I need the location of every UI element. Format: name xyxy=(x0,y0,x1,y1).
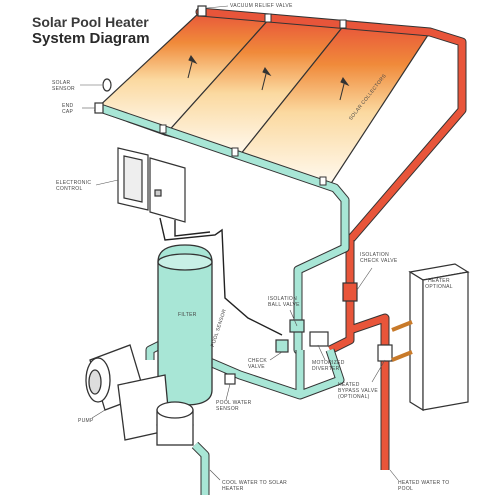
solar-sensor xyxy=(102,78,112,92)
label-isolation-ball-valve: ISOLATION BALL VALVE xyxy=(268,296,300,308)
label-end-cap: END CAP xyxy=(62,103,74,115)
label-vacuum-relief-valve: VACUUM RELIEF VALVE xyxy=(230,3,293,9)
pump xyxy=(85,344,194,446)
label-filter: FILTER xyxy=(178,312,197,318)
pipe-clamps xyxy=(159,13,347,186)
label-isolation-check-valve: ISOLATION CHECK VALVE xyxy=(360,252,398,264)
label-heated-bypass-valve: HEATED BYPASS VALVE (OPTIONAL) xyxy=(338,382,379,400)
pool-water-sensor xyxy=(224,373,236,385)
diagram-title-line1: Solar Pool Heater xyxy=(32,14,149,30)
label-cool-water: COOL WATER TO SOLAR HEATER xyxy=(222,480,288,492)
flow-arrows xyxy=(187,55,350,101)
heater xyxy=(408,263,470,412)
label-motorized-diverter: MOTORIZED DIVERTER xyxy=(312,360,345,372)
end-cap xyxy=(94,102,104,114)
diagram-title-line2: System Diagram xyxy=(32,30,150,47)
heater-connectors xyxy=(391,320,413,362)
valves xyxy=(224,282,393,385)
label-pool-water-sensor: POOL WATER SENSOR xyxy=(216,400,252,412)
heated-bypass-valve xyxy=(377,344,393,362)
check-valve xyxy=(275,339,289,353)
leader-lines xyxy=(80,5,399,481)
vacuum-relief-valve xyxy=(197,5,207,17)
label-check-valve: CHECK VALVE xyxy=(248,358,268,370)
motorized-diverter xyxy=(309,331,329,347)
label-pump: PUMP xyxy=(78,418,94,424)
label-heated-water: HEATED WATER TO POOL xyxy=(398,480,450,492)
isolation-check-valve xyxy=(342,282,358,302)
label-electronic-control: ELECTRONIC CONTROL xyxy=(56,180,92,192)
control-wires xyxy=(159,217,283,336)
electronic-control xyxy=(117,147,186,223)
label-solar-sensor: SOLAR SENSOR xyxy=(52,80,75,92)
filter-tank xyxy=(157,244,213,406)
label-heater-optional: HEATER OPTIONAL xyxy=(425,278,453,290)
hot-return-pipe xyxy=(327,240,390,470)
